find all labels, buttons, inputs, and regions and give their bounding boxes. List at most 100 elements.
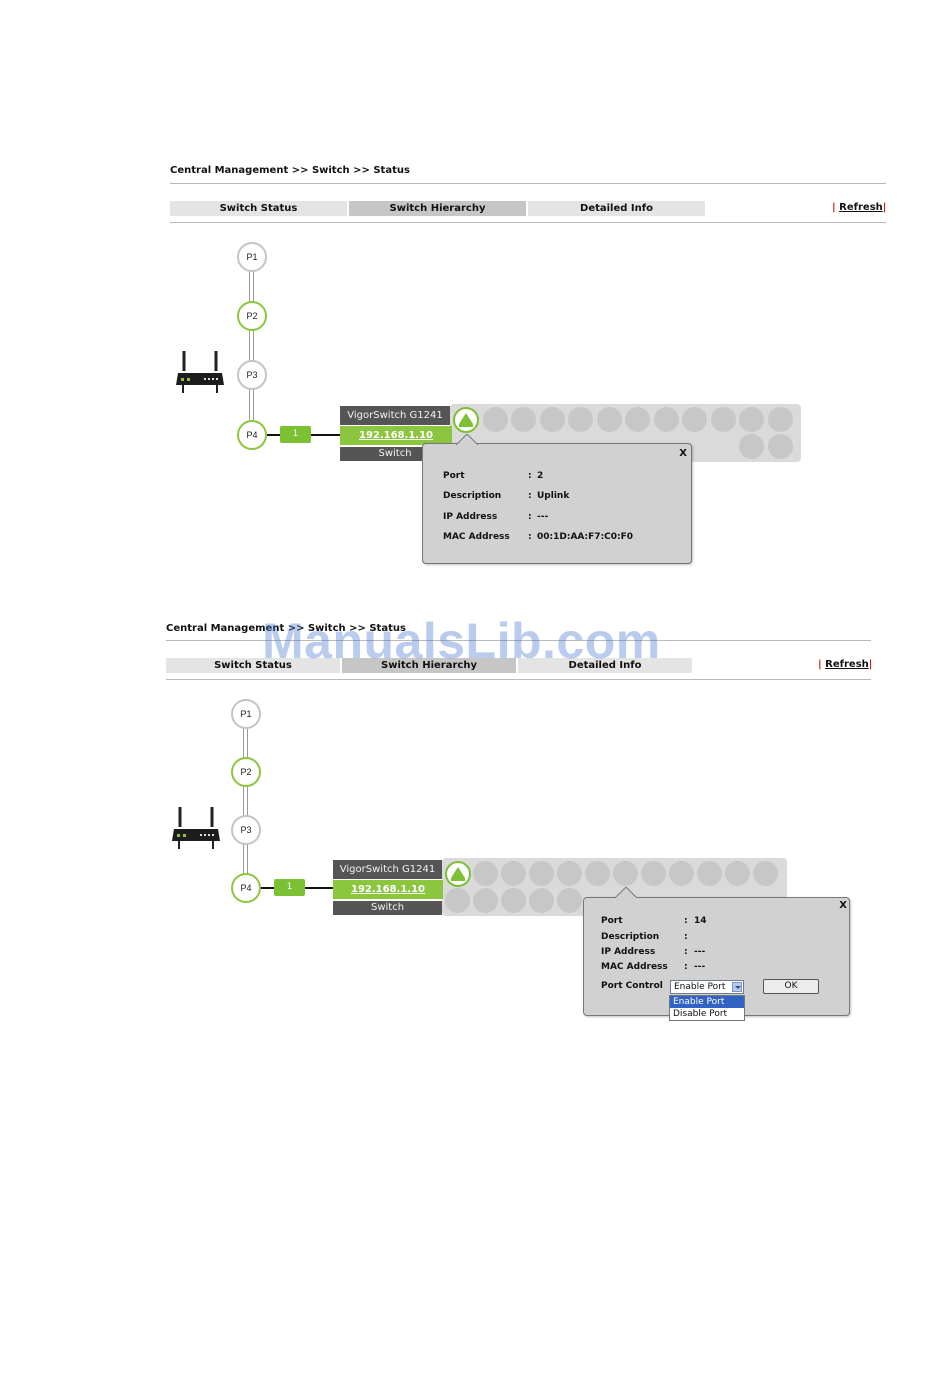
refresh-label[interactable]: Refresh: [825, 659, 869, 670]
uplink-port-2[interactable]: [445, 861, 471, 887]
port-circle[interactable]: [739, 407, 764, 432]
ip-address-label: IP Address: [601, 947, 656, 957]
port-circle[interactable]: [529, 888, 554, 913]
separator: :: [684, 916, 688, 926]
port-grid: [442, 858, 787, 916]
port-circle[interactable]: [540, 407, 565, 432]
port-node-p2[interactable]: P2: [231, 757, 261, 787]
separator: :: [684, 947, 688, 957]
port-node-p1[interactable]: P1: [237, 242, 267, 272]
option-disable-port[interactable]: Disable Port: [673, 1009, 728, 1019]
port-circle[interactable]: [725, 861, 750, 886]
switch-ip-link[interactable]: 192.168.1.10: [333, 880, 443, 899]
port-value: 2: [537, 471, 544, 481]
port-circle[interactable]: [697, 861, 722, 886]
separator: |: [832, 202, 836, 213]
port-label: Port: [601, 916, 623, 926]
separator: |: [882, 202, 887, 213]
port-circle[interactable]: [511, 407, 536, 432]
description-label: Description: [601, 932, 660, 942]
port-circle[interactable]: [669, 861, 694, 886]
ip-address-value: ---: [537, 512, 549, 522]
separator: :: [528, 532, 532, 542]
port-circle[interactable]: [768, 407, 793, 432]
port-circle[interactable]: [473, 861, 498, 886]
port-circle[interactable]: [768, 434, 793, 459]
switch-type: Switch: [333, 901, 442, 915]
port-circle[interactable]: [739, 434, 764, 459]
separator: |: [818, 659, 822, 670]
port-node-p2[interactable]: P2: [237, 301, 267, 331]
ip-address-value: ---: [694, 947, 706, 957]
port-circle[interactable]: [473, 888, 498, 913]
port-circle[interactable]: [641, 861, 666, 886]
refresh-label[interactable]: Refresh: [839, 202, 883, 213]
close-button[interactable]: X: [679, 448, 687, 459]
switch-ip-link[interactable]: 192.168.1.10: [340, 426, 452, 445]
port-circle[interactable]: [613, 861, 638, 886]
port-circle[interactable]: [585, 861, 610, 886]
switch-name: VigorSwitch G1241: [340, 406, 450, 425]
ok-button[interactable]: OK: [763, 979, 819, 994]
popup-pointer: [615, 887, 637, 898]
port-circle[interactable]: [654, 407, 679, 432]
divider: [166, 679, 871, 680]
port-circle[interactable]: [529, 861, 554, 886]
uplink-port-2[interactable]: [453, 407, 479, 433]
port-circle[interactable]: [597, 407, 622, 432]
link-number-badge: 1: [280, 426, 311, 443]
separator: :: [684, 932, 688, 942]
mac-address-value: ---: [694, 962, 706, 972]
dropdown-arrow-icon[interactable]: [732, 982, 742, 992]
tab-switch-status[interactable]: Switch Status: [170, 201, 347, 216]
port-circle[interactable]: [557, 888, 582, 913]
port-circle[interactable]: [568, 407, 593, 432]
tab-switch-hierarchy[interactable]: Switch Hierarchy: [349, 201, 526, 216]
port-value: 14: [694, 916, 707, 926]
port-label: Port: [443, 471, 465, 481]
port-chain-wire: [249, 270, 254, 423]
refresh-link[interactable]: | Refresh|: [832, 202, 886, 213]
port-circle[interactable]: [625, 407, 650, 432]
port-circle[interactable]: [682, 407, 707, 432]
port-circle[interactable]: [557, 861, 582, 886]
tab-switch-hierarchy[interactable]: Switch Hierarchy: [342, 658, 516, 673]
mac-address-label: MAC Address: [601, 962, 668, 972]
port-node-p3[interactable]: P3: [231, 815, 261, 845]
close-button[interactable]: X: [839, 900, 847, 911]
divider: [170, 222, 886, 223]
port-chain-wire: [243, 727, 248, 879]
uplink-arrow-icon: [459, 413, 473, 427]
ip-address-label: IP Address: [443, 512, 498, 522]
tab-detailed-info[interactable]: Detailed Info: [518, 658, 692, 673]
port-control-label: Port Control: [601, 981, 663, 991]
link-number-badge: 1: [274, 879, 305, 896]
port-circle[interactable]: [501, 861, 526, 886]
divider: [166, 640, 871, 641]
mac-address-label: MAC Address: [443, 532, 510, 542]
port-info-popup: X Port : 14 Description : IP Address : -…: [583, 897, 850, 1021]
separator: :: [528, 491, 532, 501]
port-node-p1[interactable]: P1: [231, 699, 261, 729]
uplink-arrow-icon: [451, 867, 465, 881]
port-control-select[interactable]: Enable Port: [670, 980, 744, 994]
watermark: ManualsLib.com: [262, 613, 661, 669]
tab-switch-status[interactable]: Switch Status: [166, 658, 340, 673]
port-circle[interactable]: [753, 861, 778, 886]
popup-pointer: [456, 434, 478, 445]
port-circle[interactable]: [483, 407, 508, 432]
refresh-link[interactable]: | Refresh|: [818, 659, 872, 670]
option-enable-port[interactable]: Enable Port: [670, 996, 744, 1008]
port-grid: [450, 404, 801, 462]
router-icon: [172, 807, 220, 849]
port-circle[interactable]: [445, 888, 470, 913]
port-circle[interactable]: [501, 888, 526, 913]
port-node-p3[interactable]: P3: [237, 360, 267, 390]
separator: :: [528, 471, 532, 481]
breadcrumb: Central Management >> Switch >> Status: [166, 623, 406, 634]
port-circle[interactable]: [711, 407, 736, 432]
port-node-p4[interactable]: P4: [231, 873, 261, 903]
tab-detailed-info[interactable]: Detailed Info: [528, 201, 705, 216]
port-node-p4[interactable]: P4: [237, 420, 267, 450]
port-info-popup: X Port : 2 Description : Uplink IP Addre…: [422, 443, 692, 564]
